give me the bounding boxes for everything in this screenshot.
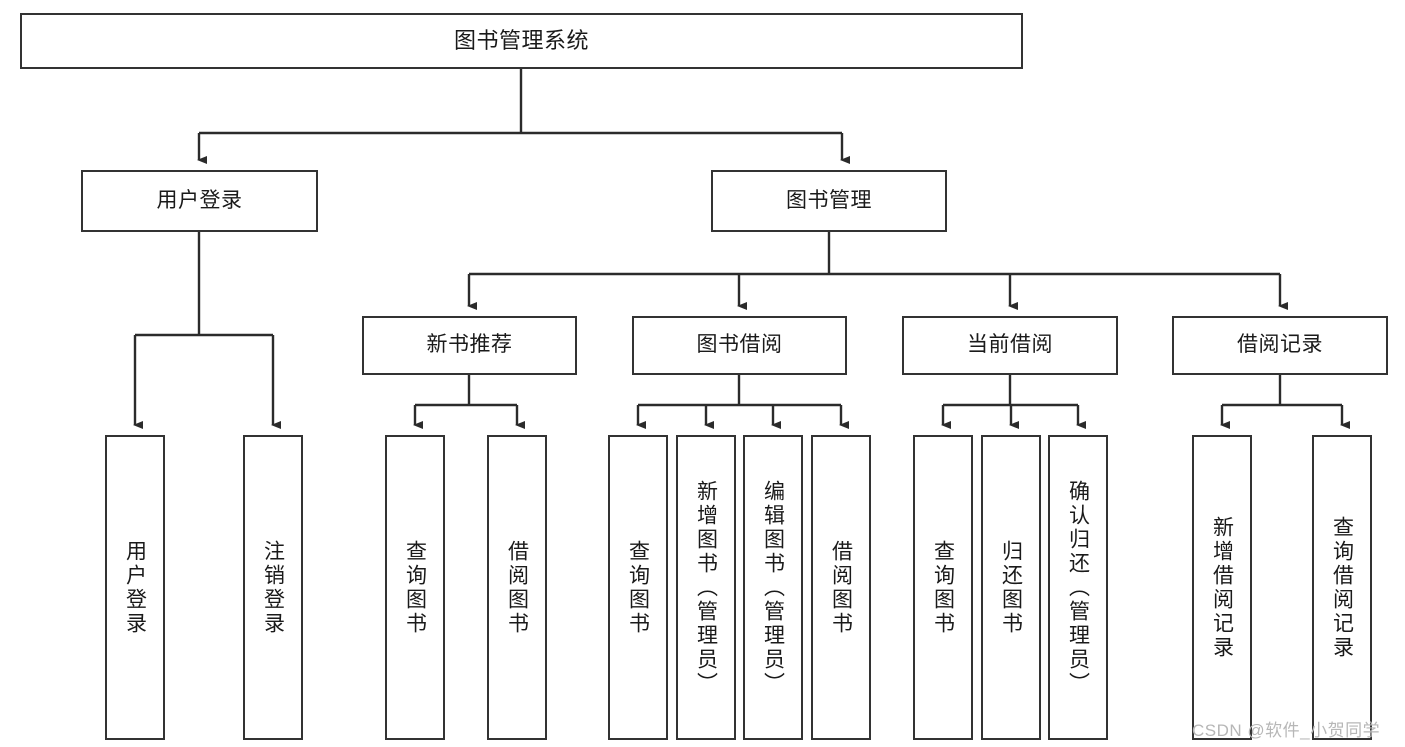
node-label: 新增借阅记录 xyxy=(1210,515,1234,660)
node-leaf-confirm-return[interactable]: 确认归还（管理员） xyxy=(1048,435,1108,740)
node-current-borrow[interactable]: 当前借阅 xyxy=(902,316,1118,375)
node-leaf-query-book-1[interactable]: 查询图书 xyxy=(385,435,445,740)
node-label: 编辑图书（管理员） xyxy=(761,479,785,696)
node-label: 查询图书 xyxy=(403,539,427,636)
csdn-watermark: CSDN @软件_小贺同学 xyxy=(1192,721,1381,740)
node-label: 图书借阅 xyxy=(696,333,783,357)
node-leaf-return-book[interactable]: 归还图书 xyxy=(981,435,1041,740)
node-book-manage[interactable]: 图书管理 xyxy=(711,170,947,232)
node-user-login[interactable]: 用户登录 xyxy=(81,170,318,232)
node-label: 查询借阅记录 xyxy=(1330,515,1354,660)
node-label: 借阅记录 xyxy=(1237,333,1323,357)
node-label: 新书推荐 xyxy=(426,333,513,357)
node-label: 用户登录 xyxy=(156,188,243,212)
node-leaf-add-book[interactable]: 新增图书（管理员） xyxy=(676,435,736,740)
node-label: 查询图书 xyxy=(626,539,650,636)
node-leaf-add-record[interactable]: 新增借阅记录 xyxy=(1192,435,1252,740)
node-label: 新增图书（管理员） xyxy=(694,479,718,696)
node-label: 图书管理系统 xyxy=(453,28,589,54)
node-label: 确认归还（管理员） xyxy=(1066,479,1090,696)
node-leaf-borrow-book-2[interactable]: 借阅图书 xyxy=(811,435,871,740)
node-leaf-user-logout[interactable]: 注销登录 xyxy=(243,435,303,740)
node-leaf-query-book-2[interactable]: 查询图书 xyxy=(608,435,668,740)
node-leaf-user-login[interactable]: 用户登录 xyxy=(105,435,165,740)
node-label: 图书管理 xyxy=(786,188,872,212)
node-leaf-borrow-book-1[interactable]: 借阅图书 xyxy=(487,435,547,740)
node-leaf-edit-book[interactable]: 编辑图书（管理员） xyxy=(743,435,803,740)
node-borrow-record[interactable]: 借阅记录 xyxy=(1172,316,1388,375)
node-label: 用户登录 xyxy=(123,539,147,636)
node-root-system[interactable]: 图书管理系统 xyxy=(20,13,1023,69)
node-label: 查询图书 xyxy=(931,539,955,636)
node-new-book-recommend[interactable]: 新书推荐 xyxy=(362,316,577,375)
node-book-borrow[interactable]: 图书借阅 xyxy=(632,316,847,375)
node-leaf-query-book-3[interactable]: 查询图书 xyxy=(913,435,973,740)
node-leaf-query-record[interactable]: 查询借阅记录 xyxy=(1312,435,1372,740)
node-label: 借阅图书 xyxy=(505,539,529,636)
node-label: 归还图书 xyxy=(999,539,1023,636)
node-label: 注销登录 xyxy=(261,539,285,636)
node-label: 当前借阅 xyxy=(967,333,1053,357)
node-label: 借阅图书 xyxy=(829,539,853,636)
